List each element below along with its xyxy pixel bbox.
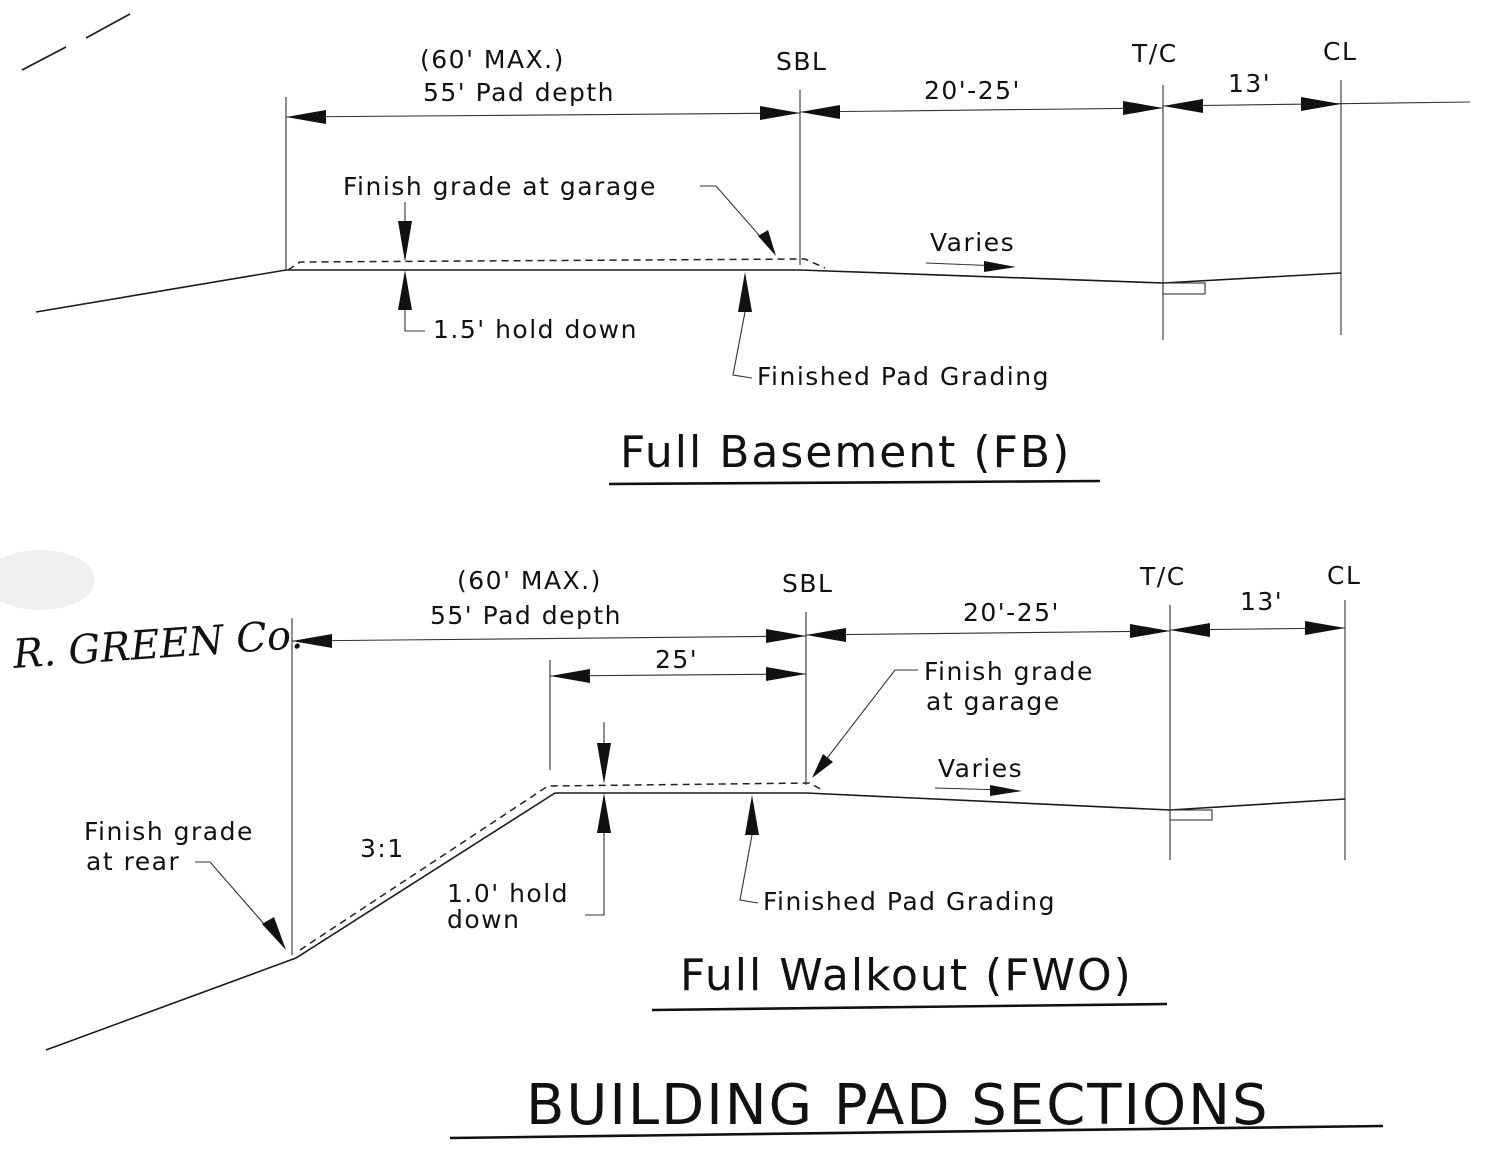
- fwo-hold-down-label-1: 1.0' hold: [447, 879, 569, 908]
- fb-hold-down-arrow-bottom: [398, 270, 412, 310]
- fb-hold-down-arrow-top: [398, 221, 412, 262]
- fb-sbl-label: SBL: [776, 47, 827, 76]
- fwo-pad-depth-label: 55' Pad depth: [430, 601, 622, 630]
- fwo-varies-label: Varies: [938, 754, 1023, 783]
- fwo-finish-grade-dashed: [299, 782, 823, 951]
- fb-pad-depth-label: 55' Pad depth: [423, 78, 615, 107]
- fb-title: Full Basement (FB): [620, 427, 1071, 478]
- fb-max-depth-label: (60' MAX.): [420, 45, 565, 74]
- fb-finished-pad-label: Finished Pad Grading: [757, 362, 1050, 391]
- fb-finish-grade-arrow: [758, 230, 776, 256]
- fb-title-underline: [608, 479, 1101, 486]
- fwo-max-depth-label: (60' MAX.): [457, 566, 602, 595]
- smudge: [0, 550, 95, 610]
- fwo-finished-pad-arrow: [745, 795, 759, 835]
- fb-setback-label: 20'-25': [924, 76, 1021, 105]
- fwo-setback-label: 20'-25': [963, 598, 1060, 627]
- fwo-title-underline: [651, 1002, 1168, 1012]
- fb-hold-down-label: 1.5' hold down: [433, 315, 638, 344]
- fwo-25-label: 25': [655, 645, 698, 674]
- fwo-finish-grade-rear-label-1: Finish grade: [84, 817, 254, 846]
- fwo-hold-down-arrow-top: [597, 743, 611, 784]
- fb-half-street-label: 13': [1228, 69, 1271, 98]
- fwo-slope-label: 3:1: [360, 834, 405, 863]
- section-full-walkout: R. GREEN Co. 25' (60' MAX.) 55' Pad dept: [0, 550, 1361, 1051]
- fwo-finish-grade-rear-label-2: at rear: [86, 847, 180, 876]
- fwo-dimension-line: [291, 621, 1346, 648]
- fwo-hold-down-label-2: down: [447, 905, 520, 934]
- sheet-title: BUILDING PAD SECTIONS: [526, 1073, 1270, 1138]
- sheet-title-underline: [449, 1124, 1384, 1140]
- fb-existing-grade-line: [35, 269, 1342, 313]
- fb-dimension-line: [285, 97, 1471, 124]
- fwo-finished-pad-label: Finished Pad Grading: [763, 887, 1056, 916]
- fwo-sbl-label: SBL: [782, 569, 833, 598]
- fwo-finish-grade-arrow: [812, 754, 833, 778]
- fwo-half-street-label: 13': [1240, 587, 1283, 616]
- fb-finish-grade-dashed: [287, 258, 826, 271]
- fb-varies-label: Varies: [930, 228, 1015, 257]
- fb-cl-label: CL: [1323, 37, 1357, 66]
- fb-curb: [1162, 282, 1206, 295]
- fwo-varies-arrow: [990, 785, 1022, 796]
- fb-finished-pad-arrow: [738, 272, 752, 312]
- fwo-tc-label: T/C: [1139, 562, 1186, 591]
- fb-varies-arrow: [984, 261, 1016, 272]
- fwo-finish-grade-garage-label-2: at garage: [926, 687, 1061, 716]
- fwo-25-dimension-line: [549, 667, 807, 683]
- fwo-curb: [1169, 809, 1213, 821]
- fb-finish-grade-leader: [700, 185, 773, 251]
- fwo-finish-grade-rear-arrow: [262, 917, 286, 950]
- fwo-existing-grade-line: [45, 792, 1346, 1051]
- fwo-hold-down-arrow-bottom: [597, 793, 611, 833]
- fb-finish-grade-garage-label: Finish grade at garage: [343, 172, 657, 201]
- stray-marks: [21, 13, 131, 71]
- fb-tc-label: T/C: [1131, 39, 1178, 68]
- fwo-title: Full Walkout (FWO): [680, 950, 1133, 1001]
- signature: R. GREEN Co.: [10, 612, 304, 678]
- section-full-basement: (60' MAX.) 55' Pad depth SBL 20'-25' T/C…: [35, 37, 1471, 486]
- fwo-finish-grade-garage-label-1: Finish grade: [924, 657, 1094, 686]
- fwo-cl-label: CL: [1327, 561, 1361, 590]
